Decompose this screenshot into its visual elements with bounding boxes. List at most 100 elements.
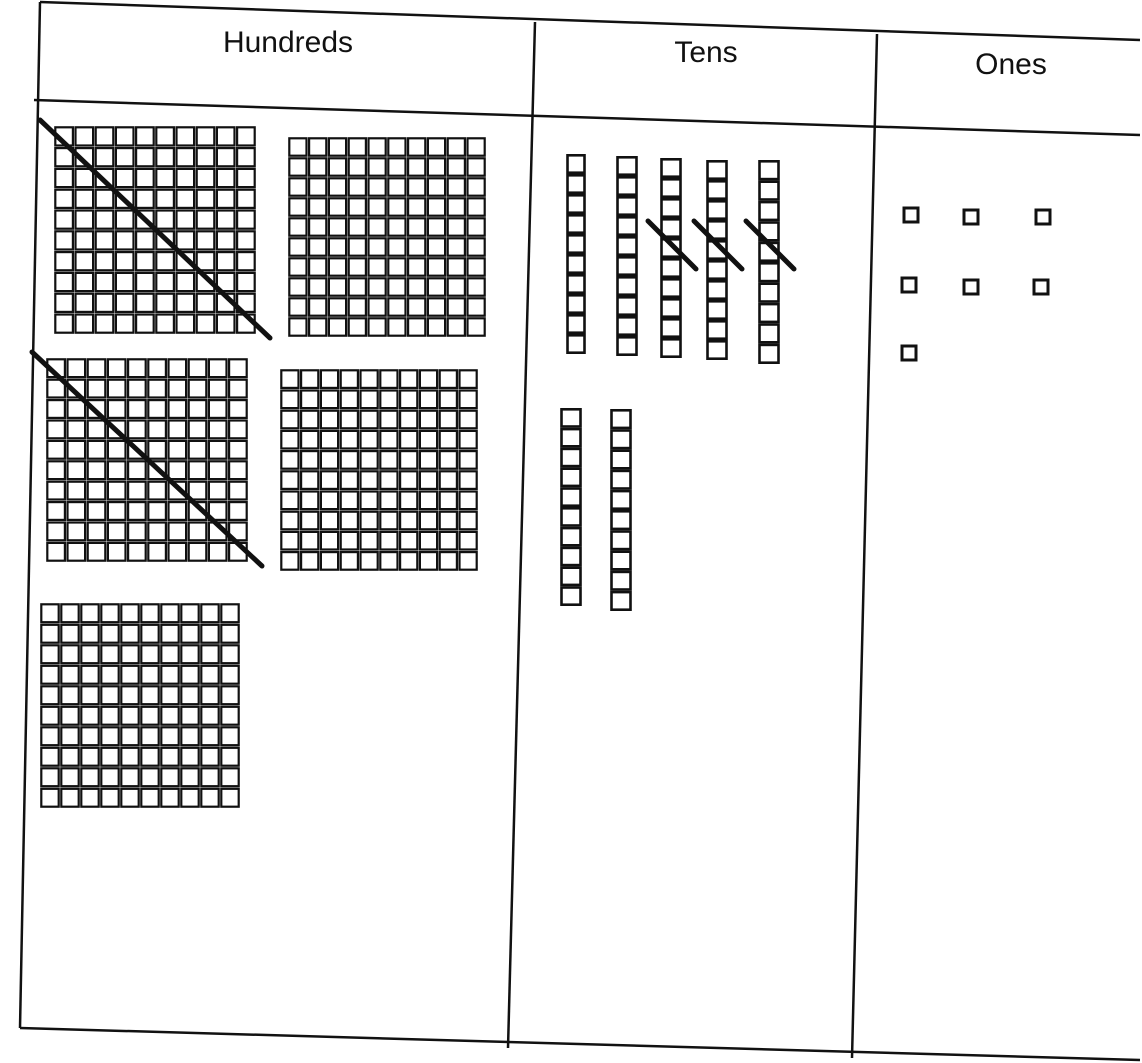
unit-cell (55, 294, 73, 312)
unit-cell (400, 370, 417, 388)
unit-cell (116, 148, 134, 166)
unit-cell (460, 492, 477, 510)
one-unit (964, 280, 978, 294)
unit-cell (448, 138, 465, 155)
unit-cell (341, 431, 358, 449)
unit-cell (329, 258, 346, 275)
unit-cell (61, 666, 78, 684)
unit-cell (96, 315, 114, 333)
unit-cell (229, 421, 247, 439)
unit-cell (568, 195, 585, 212)
unit-cell (612, 592, 631, 610)
unit-cell (369, 198, 386, 215)
unit-cell (309, 258, 326, 275)
unit-cell (177, 169, 195, 187)
unit-cell (47, 502, 65, 520)
unit-cell (108, 523, 126, 541)
unit-cell (760, 202, 779, 220)
unit-cell (448, 158, 465, 175)
unit-cell (81, 789, 98, 807)
unit-cell (708, 161, 727, 178)
unit-cell (301, 552, 318, 570)
unit-cell (420, 471, 437, 489)
unit-cell (136, 231, 154, 249)
unit-cell (217, 190, 235, 208)
unit-cell (568, 275, 585, 292)
unit-cell (708, 181, 727, 198)
ten-rod (562, 409, 581, 604)
unit-cell (440, 471, 457, 489)
unit-cell (329, 198, 346, 215)
unit-cell (47, 441, 65, 459)
unit-cell (41, 604, 58, 622)
unit-cell (217, 169, 235, 187)
unit-cell (68, 523, 86, 541)
unit-cell (341, 471, 358, 489)
unit-cell (148, 380, 166, 398)
column-header-hundreds: Hundreds (223, 26, 353, 59)
unit-cell (101, 666, 118, 684)
one-unit (904, 208, 918, 222)
unit-cell (708, 321, 727, 338)
unit-cell (128, 523, 146, 541)
unit-cell (217, 252, 235, 270)
unit-cell (88, 482, 106, 500)
unit-cell (388, 298, 405, 315)
unit-cell (361, 492, 378, 510)
unit-cell (121, 727, 138, 745)
unit-cell (408, 158, 425, 175)
unit-cell (128, 421, 146, 439)
unit-cell (369, 158, 386, 175)
unit-cell (101, 645, 118, 663)
unit-cell (760, 345, 779, 363)
unit-cell (177, 231, 195, 249)
unit-cell (177, 273, 195, 291)
unit-cell (708, 281, 727, 298)
column-divider-tens-ones (852, 34, 877, 1058)
unit-cell (148, 441, 166, 459)
unit-cell (76, 127, 94, 145)
unit-cell (329, 178, 346, 195)
unit-cell (460, 471, 477, 489)
unit-cell (281, 431, 298, 449)
unit-cell (361, 391, 378, 409)
hundred-flat (41, 604, 238, 806)
unit-cell (116, 252, 134, 270)
unit-cell (55, 252, 73, 270)
unit-cell (369, 318, 386, 335)
unit-cell (189, 543, 207, 561)
unit-cell (440, 370, 457, 388)
unit-cell (662, 319, 681, 336)
unit-cell (81, 707, 98, 725)
unit-cell (612, 532, 631, 550)
unit-cell (61, 768, 78, 786)
unit-cell (209, 421, 227, 439)
unit-cell (201, 645, 218, 663)
unit-cell (148, 421, 166, 439)
unit-cell (55, 211, 73, 229)
unit-cell (229, 502, 247, 520)
unit-cell (349, 278, 366, 295)
unit-cell (197, 211, 215, 229)
unit-cell (281, 391, 298, 409)
unit-cell (369, 298, 386, 315)
unit-cell (181, 727, 198, 745)
unit-cell (568, 235, 585, 252)
unit-cell (388, 218, 405, 235)
unit-cell (460, 532, 477, 550)
unit-cell (128, 482, 146, 500)
unit-cell (41, 707, 58, 725)
unit-cell (201, 686, 218, 704)
unit-cell (229, 400, 247, 418)
unit-cell (281, 451, 298, 469)
unit-cell (341, 411, 358, 429)
unit-cell (380, 552, 397, 570)
unit-cell (440, 532, 457, 550)
unit-cell (47, 400, 65, 418)
unit-cell (121, 645, 138, 663)
unit-cell (88, 523, 106, 541)
unit-cell (169, 380, 187, 398)
unit-cell (329, 238, 346, 255)
unit-cell (612, 471, 631, 489)
unit-cell (568, 335, 585, 352)
